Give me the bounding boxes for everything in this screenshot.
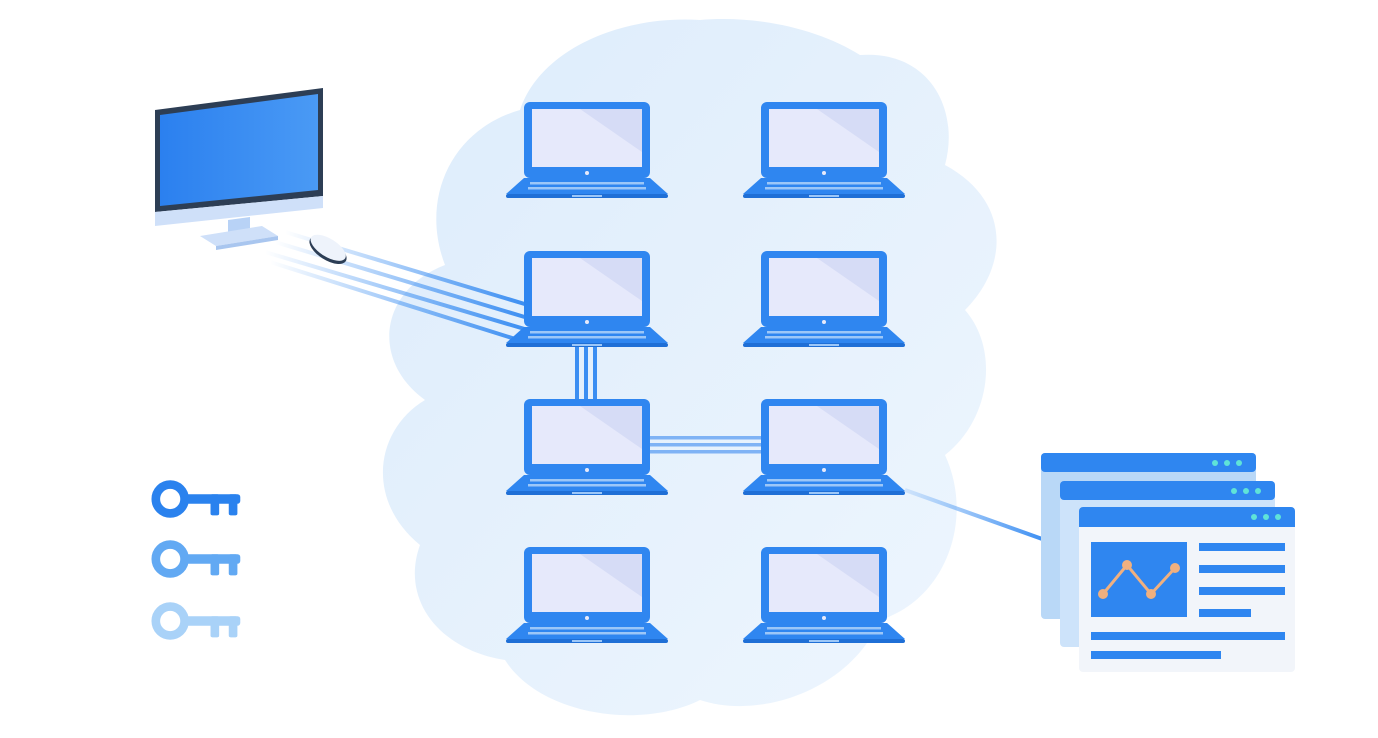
- cloud-icon: [382, 19, 997, 716]
- laptop-icon: [743, 102, 905, 198]
- laptop-icon: [743, 399, 905, 495]
- laptop-icon: [506, 251, 668, 347]
- vertical-link: [575, 344, 597, 402]
- desktop-monitor-icon: [155, 88, 323, 250]
- keys: [156, 485, 240, 638]
- dashboard-windows: [1041, 453, 1295, 672]
- dashboard-link: [904, 488, 1046, 542]
- laptop-icon: [506, 102, 668, 198]
- laptop-icon: [506, 399, 668, 495]
- browser-window-icon: [1079, 507, 1295, 672]
- laptop-icon: [743, 547, 905, 643]
- laptop-icon: [506, 547, 668, 643]
- horizontal-link: [648, 436, 764, 454]
- mouse-icon: [309, 234, 347, 264]
- remote-connection-beams: [264, 230, 529, 345]
- line-chart-icon: [1091, 542, 1187, 617]
- key-icon: [156, 607, 240, 638]
- laptop-icon: [743, 251, 905, 347]
- key-icon: [156, 485, 240, 516]
- key-icon: [156, 545, 240, 576]
